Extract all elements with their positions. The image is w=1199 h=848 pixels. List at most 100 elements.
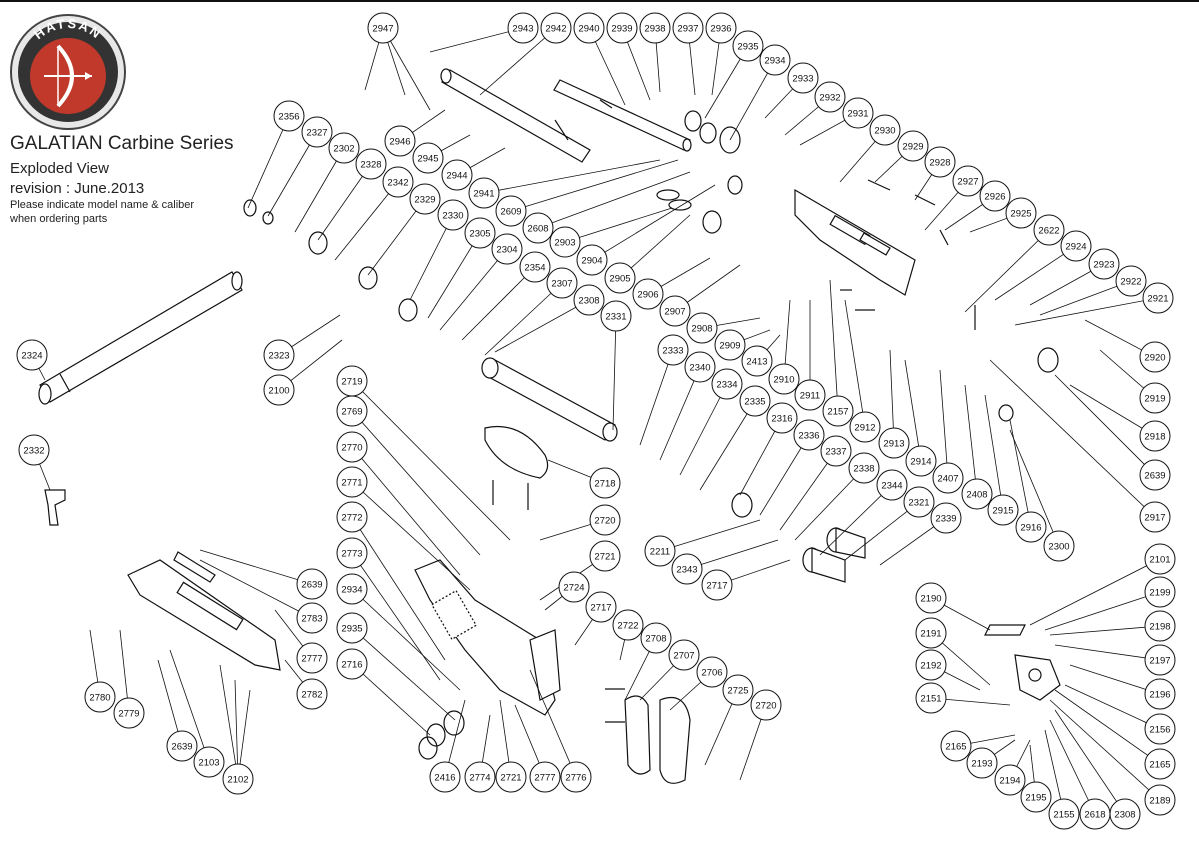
- part-callout-2915: 2915: [987, 494, 1019, 526]
- callout-number: 2707: [673, 651, 694, 662]
- leader-line: [994, 245, 1077, 301]
- callout-number: 2339: [935, 514, 956, 525]
- callout-number: 2719: [341, 377, 362, 388]
- part-callout-2908: 2908: [686, 312, 718, 344]
- callout-number: 2943: [512, 24, 533, 35]
- leader-line: [494, 299, 590, 353]
- callout-circle: [507, 12, 539, 44]
- part-callout-2769: 2769: [336, 395, 368, 427]
- callout-circle: [18, 434, 50, 466]
- part-callout-2339: 2339: [930, 502, 962, 534]
- callout-circle: [696, 656, 728, 688]
- part-callout-2333: 2333: [657, 334, 689, 366]
- callout-number: 2103: [198, 758, 219, 769]
- callout-circle: [924, 146, 956, 178]
- leader-line: [612, 315, 617, 431]
- part-callout-2942: 2942: [540, 12, 572, 44]
- callout-circle: [759, 44, 791, 76]
- callout-number: 2329: [414, 195, 435, 206]
- part-callout-2340: 2340: [684, 351, 716, 383]
- callout-number: 2194: [999, 776, 1020, 787]
- part-callout-2331: 2331: [600, 300, 632, 332]
- callout-circle: [589, 467, 621, 499]
- callout-number: 2608: [527, 224, 548, 235]
- callout-circle: [222, 763, 254, 795]
- leader-line: [529, 669, 577, 778]
- callout-circle: [585, 591, 617, 623]
- part-callout-2196: 2196: [1144, 678, 1176, 710]
- revision-label: revision : June.2013: [10, 180, 145, 197]
- callout-number: 2770: [341, 443, 362, 454]
- callout-number: 2324: [21, 351, 42, 362]
- callout-circle: [814, 81, 846, 113]
- callout-number: 2197: [1149, 656, 1170, 667]
- callout-circle: [897, 130, 929, 162]
- part-callout-2935: 2935: [732, 30, 764, 62]
- leader-line: [829, 279, 839, 412]
- callout-number: 2622: [1038, 226, 1059, 237]
- leader-line: [964, 384, 978, 495]
- callout-circle: [412, 142, 444, 174]
- callout-circle: [495, 195, 527, 227]
- callout-number: 2321: [908, 498, 929, 509]
- callout-circle: [657, 334, 689, 366]
- callout-circle: [301, 116, 333, 148]
- part-callout-2921: 2921: [1142, 282, 1174, 314]
- callout-circle: [686, 312, 718, 344]
- callout-circle: [1144, 713, 1176, 745]
- callout-number: 2195: [1025, 793, 1046, 804]
- leader-line: [199, 559, 313, 619]
- part-callout-2935: 2935: [336, 612, 368, 644]
- part-callout-2354: 2354: [519, 251, 551, 283]
- part-callout-2941: 2941: [468, 177, 500, 209]
- callout-circle: [632, 278, 664, 310]
- callout-number: 2773: [341, 549, 362, 560]
- leader-line: [1054, 709, 1126, 815]
- leader-line: [351, 446, 461, 576]
- leader-line: [367, 198, 426, 276]
- callout-circle: [558, 571, 590, 603]
- part-callout-2618: 2618: [1079, 798, 1111, 830]
- leader-line: [1014, 297, 1159, 326]
- callout-number: 2720: [594, 516, 615, 527]
- callout-circle: [714, 329, 746, 361]
- part-callout-2328: 2328: [355, 148, 387, 180]
- callout-circle: [750, 689, 782, 721]
- leader-line: [247, 115, 290, 209]
- part-callout-2774: 2774: [464, 761, 496, 793]
- callout-number: 2305: [469, 229, 490, 240]
- leader-line: [334, 181, 399, 261]
- leader-line: [964, 229, 1050, 313]
- part-callout-2327: 2327: [301, 116, 333, 148]
- part-callout-2165: 2165: [940, 730, 972, 762]
- callout-number: 2416: [434, 773, 455, 784]
- part-callout-2933: 2933: [787, 62, 819, 94]
- callout-circle: [519, 251, 551, 283]
- moderator-parts-drawing: [802, 527, 866, 583]
- part-callout-2324: 2324: [16, 339, 48, 371]
- leader-line: [351, 588, 461, 691]
- callout-circle: [684, 351, 716, 383]
- callout-circle: [739, 385, 771, 417]
- callout-circle: [822, 395, 854, 427]
- callout-circle: [1043, 530, 1075, 562]
- callout-circle: [600, 300, 632, 332]
- callout-circle: [540, 12, 572, 44]
- callout-number: 2771: [341, 478, 362, 489]
- part-callout-2718: 2718: [589, 467, 621, 499]
- callout-number: 2331: [605, 312, 626, 323]
- callout-number: 2102: [227, 775, 248, 786]
- part-callout-2639: 2639: [1139, 459, 1171, 491]
- leader-line: [699, 400, 756, 491]
- part-callout-2927: 2927: [952, 165, 984, 197]
- callout-circle: [732, 30, 764, 62]
- callout-circle: [1033, 214, 1065, 246]
- callout-number: 2777: [534, 773, 555, 784]
- part-callout-2408: 2408: [961, 478, 993, 510]
- leader-line: [1054, 644, 1161, 661]
- part-callout-2925: 2925: [1005, 197, 1037, 229]
- barrel-shroud-drawing: [38, 271, 243, 405]
- part-callout-2321: 2321: [903, 486, 935, 518]
- callout-circle: [193, 746, 225, 778]
